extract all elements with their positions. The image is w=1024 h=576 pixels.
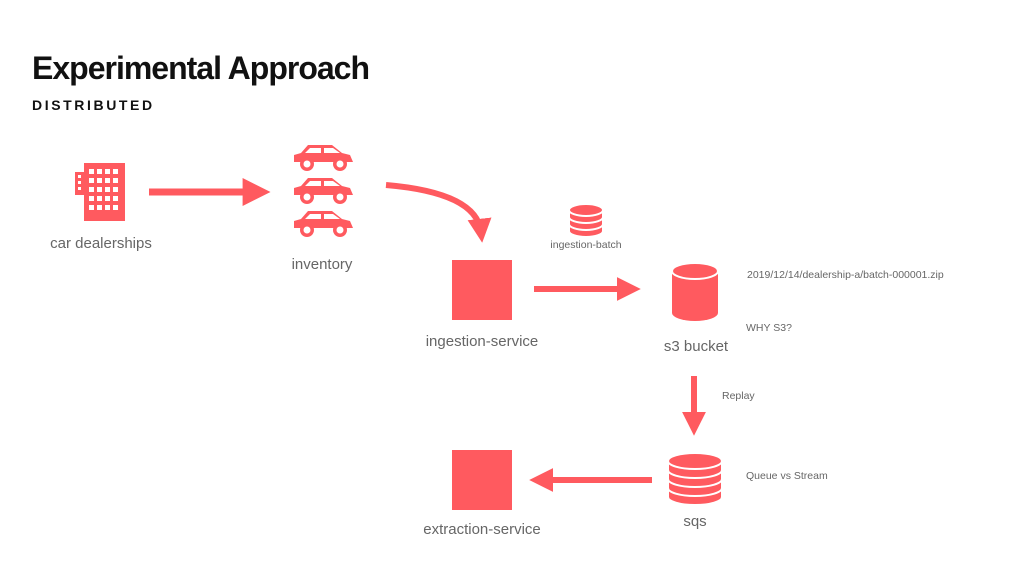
car-icon	[294, 145, 353, 171]
annotation-batch-path: 2019/12/14/dealership-a/batch-000001.zip	[747, 269, 944, 281]
label-ingestion-service: ingestion-service	[425, 333, 539, 350]
label-extraction-service: extraction-service	[423, 521, 541, 538]
database-icon	[568, 203, 604, 238]
building-icon	[75, 163, 125, 221]
annotation-queue-vs-stream: Queue vs Stream	[746, 470, 828, 482]
database-icon	[667, 452, 723, 506]
car-icon	[294, 211, 353, 237]
label-inventory: inventory	[291, 256, 353, 273]
annotation-replay: Replay	[722, 390, 755, 402]
label-s3-bucket: s3 bucket	[663, 338, 729, 355]
cylinder-icon	[671, 262, 719, 321]
label-sqs: sqs	[683, 513, 707, 530]
extraction-service-block	[452, 450, 512, 510]
arrow-inventory-to-ingestion	[385, 182, 492, 243]
label-ingestion-batch: ingestion-batch	[550, 239, 622, 251]
slide-title: Experimental Approach	[32, 50, 370, 86]
annotation-why-s3: WHY S3?	[746, 322, 792, 334]
car-icon	[294, 178, 353, 204]
ingestion-service-block	[452, 260, 512, 320]
label-car-dealerships: car dealerships	[50, 235, 152, 252]
slide-subtitle: DISTRIBUTED	[32, 97, 155, 113]
